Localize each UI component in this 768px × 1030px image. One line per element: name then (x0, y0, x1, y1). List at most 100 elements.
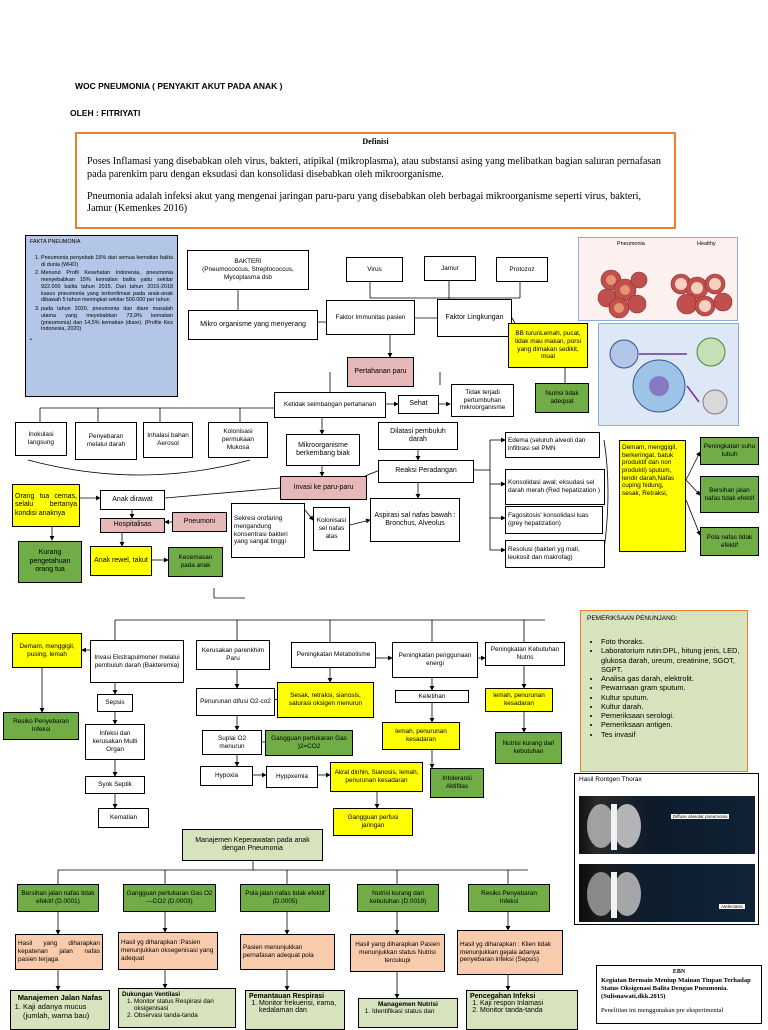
fakta-heading: FAKTA PNEUMONIA (30, 239, 81, 245)
plan-item: Kaji adanya mucus (jumlah, warna bau) (23, 1002, 106, 1020)
node-nutrisi-tidak-adequat: Nutrisi tidak adequat (535, 383, 589, 413)
penunjang-item: Kultur sputum. (601, 693, 741, 702)
node-akral-dingin: Akral dinhin, Sianosis, lemah, penurunan… (330, 762, 423, 792)
node-sepsis: Sepsis (97, 694, 133, 712)
fakta-pneumonia-box: FAKTA PNEUMONIA Pneumonia penyebab 15% d… (25, 235, 178, 397)
outcome-nutrisi: Hasil yang diharapkan Pasien menunjukkan… (350, 934, 445, 972)
node-bakteri: BAKTERI (Pneumococcus, Streptococcus, My… (187, 250, 309, 290)
diagnosis-bersihan: Bersihan jalan nafas tidak efektif (D.00… (17, 884, 99, 912)
node-gangguan-gas: Gangguan pertukaran Gas )2=CO2 (265, 730, 353, 756)
node-kebutuhan-nutris: Peningkatan Kebutuhan Nutris (485, 642, 565, 666)
penunjang-box: PEMERIKSAAN PENUNJANG: Foto thoraks. Lab… (580, 610, 748, 772)
alveoli-icon (597, 269, 733, 319)
outcome-bersihan: Hasil yang diharapkan kepatenan jalan na… (15, 934, 103, 970)
node-penurunan-difusi: Penurunan difusi O2-co2 (196, 688, 275, 716)
penunjang-item: Foto thoraks. (601, 637, 741, 646)
penunjang-item: Pemeriksaan serologi. (601, 711, 741, 720)
plan-item: Identifikasi status dan (372, 1008, 454, 1015)
xray-chest-icon (587, 804, 641, 850)
node-imunitas: Faktor Immunitas pasien (326, 300, 415, 335)
node-pertahanan: Pertahanan paru (347, 357, 414, 387)
outcome-gangguan-gas: Hasil yg diharapkan :Pasien menunjukkan … (118, 932, 218, 970)
xray-label-diffuse: Diffuse alveolar pneumonia (671, 814, 730, 819)
penunjang-heading: PEMERIKSAAN PENUNJANG: (587, 615, 678, 622)
plan-bersihan: Manajemen Jalan Nafas Kaji adanya mucus … (10, 990, 110, 1030)
plan-title: Dukungan Ventilasi (122, 991, 181, 998)
diagnosis-pola-nafas: Pola jalan nafas tidak efektif (D.0005) (240, 884, 330, 912)
penunjang-item: Pemeriksaan antigen. (601, 720, 741, 729)
page-title: WOC PNEUMONIA ( PENYAKIT AKUT PADA ANAK … (75, 81, 283, 91)
node-infeksi-organ: Infeksi dan kerusakan Multi Organ (85, 724, 145, 760)
penunjang-item: Tes invasif (601, 730, 741, 739)
node-protozoa: Protozoz (496, 257, 548, 282)
node-konsolidasi: Konsolidasi awal; eksudasi sel darah mer… (505, 469, 605, 505)
node-penggunaan-energi: Peningkatan penggunaan energi (392, 642, 478, 678)
diagnosis-nutrisi: Nutrisi kurang dari kebutuhan (D.0019) (357, 884, 439, 912)
node-kecemasan-anak: Kecemasan pada anak (168, 547, 223, 577)
xray-image-1: Diffuse alveolar pneumonia (579, 796, 755, 854)
plan-resiko: Pencegahan Infeksi Kaji respon InlamasiM… (466, 990, 578, 1030)
node-resolusi: Resolusi (bakteri yg mati, leukosit dan … (505, 540, 605, 568)
penunjang-item: Pewarnaan gram sputum. (601, 683, 741, 692)
fakta-list: Pneumonia penyebab 15% dari semua kemati… (30, 255, 173, 333)
xray-image-2: Atelectasis (579, 864, 755, 922)
lung-label-pneumonia: Pneumonia (617, 241, 645, 247)
fakta-item: Menurut Profil Kesehatan Indonesia, pneu… (41, 270, 173, 304)
node-peningkatan-suhu: Peningkatan suhu tubuh (700, 437, 759, 465)
penunjang-list: Foto thoraks. Laboratorium rutin:DPL, hi… (587, 637, 741, 739)
plan-title: Pencegahan Infeksi (470, 993, 536, 1000)
node-aspirasi: Aspirasi sal nafas bawah : Bronchus, Alv… (370, 498, 460, 542)
node-sesak-retraksi: Sesak, retraksi, sianosis, saturasi oksi… (277, 682, 374, 718)
fakta-item: pada tahun 2020, pneumonia dan diare mas… (41, 306, 173, 333)
node-metabolisme: Peningkatan Metabolisme (291, 642, 376, 668)
node-lingkungan: Faktor Lingkungan (437, 299, 512, 337)
definition-paragraph-1: Poses Inflamasi yang disebabkan oleh vir… (87, 156, 662, 180)
node-pola-nafas: Pola nafas tidak efektif (700, 527, 759, 556)
node-anak-rewel: Anak rewel, takut (90, 546, 152, 576)
ebn-box: EBN Kegiatan Bermain Meniup Mainan Tiupa… (596, 965, 762, 1024)
node-demam-batuk: Demam, menggigil, berkeringat, batuk pro… (619, 440, 686, 552)
outcome-resiko: Hasil yg diharapkan : Klien tidak menunj… (457, 930, 563, 975)
author-line: OLEH : FITRIYATI (70, 108, 141, 118)
lung-illustration: Pneumonia Healthy (578, 237, 738, 321)
node-kolonisasi-sel: Kolonisasi sel nafas atas (313, 507, 350, 551)
fakta-item: Pneumonia penyebab 15% dari semua kemati… (41, 255, 173, 269)
plan-pola-nafas: Pemantauan Respirasi Monitor frekuensi, … (245, 990, 345, 1030)
plan-gangguan-gas: Dukungan Ventilasi Monitor status Respir… (118, 988, 236, 1028)
xray-chest-icon (587, 872, 641, 918)
node-reaksi: Reaksi Peradangan (378, 460, 474, 483)
ebn-body: Penelitian ini menggunakan pre eksperime… (601, 1006, 724, 1014)
diagnosis-resiko: Resiko Penyebaran Infeksi (468, 884, 550, 912)
fakta-bullet: • (30, 337, 32, 343)
plan-item: Kaji respon Inlamasi (480, 1000, 574, 1007)
plan-item: Monitor tanda-tanda (480, 1007, 574, 1014)
node-anak-dirawat: Anak dirawat (100, 490, 165, 510)
xray-label-atelectasis: Atelectasis (719, 904, 745, 909)
node-intoleransi: Intoleransi Aktifitas (430, 768, 484, 798)
node-pneumoni: Pneumoni (172, 512, 227, 532)
node-jamur: Jamur (424, 256, 476, 281)
node-kolonisasi-mukosa: Kolonisasi permukaan Mukosa (208, 422, 268, 458)
definition-paragraph-2: Pneumonia adalah infeksi akut yang menge… (87, 190, 642, 215)
node-tidak-terjadi: Tidak terjadi pertumbuhan mikroorganisme (451, 384, 514, 417)
node-dilatasi: Dilatasi pembuluh darah (378, 422, 458, 450)
penunjang-item: Analisa gas darah, elektrolit. (601, 674, 741, 683)
node-ekstrapulmoner: Invasi Ekstrapulmoner melalui pembuluh d… (90, 640, 184, 683)
ebn-heading: EBN (672, 969, 686, 975)
node-fagositosis: Fagositosis' konsolidasi luas (grey hepa… (505, 506, 603, 534)
definition-heading: Definisi (362, 137, 389, 146)
node-bb-turun: BB turunLemah, pucat, tidak mau makan, p… (508, 323, 588, 368)
node-hospitalisasi: Hospitalisas (100, 518, 165, 533)
penunjang-item: Kultur darah. (601, 702, 741, 711)
node-hypoxia: Hypoxia (200, 766, 253, 786)
xray-panel: Hasil Rontgen Thorax Diffuse alveolar pn… (574, 773, 759, 925)
node-mikro-organisme: Mikro organisme yang menyerang (188, 310, 318, 340)
diagnosis-gangguan-gas: Gangguan pertukaran Gas O2—CO2 (D.0003) (123, 884, 216, 912)
node-inhalasi: Inhalasi bahan Aerosol (143, 422, 193, 458)
node-sekresi: Sekresi orofaring mengandung konsentrasi… (231, 503, 305, 558)
definition-box: Definisi Poses Inflamasi yang disebabkan… (75, 132, 676, 229)
alveoli-diagram (598, 323, 739, 426)
node-demam-menggigil: Demam, menggigil, pusing, lemah (12, 633, 82, 668)
node-mikro-berkembang: Mikroorganisme berkembang biak (286, 434, 360, 466)
